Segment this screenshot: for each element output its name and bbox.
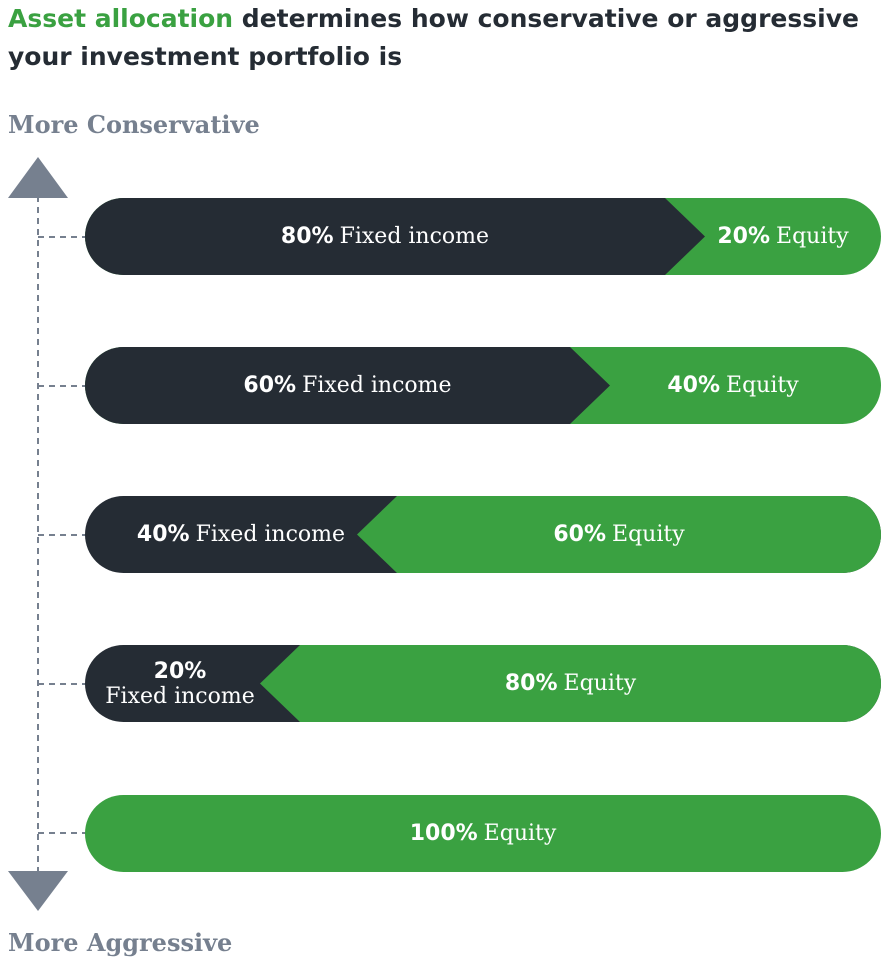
bar-2-segments: [85, 347, 881, 424]
equity-segment: [357, 496, 881, 573]
top-axis-label: More Conservative: [8, 110, 260, 139]
allocation-bar-5: 100%Equity: [85, 795, 881, 872]
equity-label: 60%Equity: [553, 522, 685, 547]
axis-connectors: [38, 236, 86, 834]
allocation-bar-1: 80%Fixed income 20%Equity: [85, 198, 881, 275]
equity-segment: [85, 795, 881, 872]
bar-1-segments: [85, 198, 881, 275]
bottom-axis-label: More Aggressive: [8, 928, 233, 957]
equity-label: 40%Equity: [667, 373, 799, 398]
fixed-income-label: 60%Fixed income: [243, 373, 452, 398]
allocation-bar-2: 60%Fixed income 40%Equity: [85, 347, 881, 424]
bar-5-segments: [85, 795, 881, 872]
bar-4-segments: [85, 645, 881, 722]
fixed-income-segment: [85, 347, 610, 424]
equity-label: 100%Equity: [409, 821, 557, 846]
fixed-income-label: 20%Fixed income: [105, 658, 255, 709]
fixed-income-label: 40%Fixed income: [136, 522, 346, 547]
equity-segment: [260, 645, 881, 722]
triangle-up-icon: [8, 157, 68, 198]
fixed-income-label: 80%Fixed income: [280, 224, 490, 249]
triangle-down-icon: [8, 871, 68, 911]
equity-label: 20%Equity: [717, 224, 849, 249]
title-rest: determines how conservative or aggressiv…: [8, 4, 859, 71]
allocation-bar-4: 20%Fixed income 80%Equity: [85, 645, 881, 722]
title-highlight: Asset allocation: [8, 4, 234, 33]
fixed-income-segment: [85, 198, 705, 275]
bar-3-segments: [85, 496, 881, 573]
page-title: Asset allocation determines how conserva…: [8, 0, 878, 76]
allocation-bar-3: 40%Fixed income 60%Equity: [85, 496, 881, 573]
equity-label: 80%Equity: [504, 671, 637, 696]
